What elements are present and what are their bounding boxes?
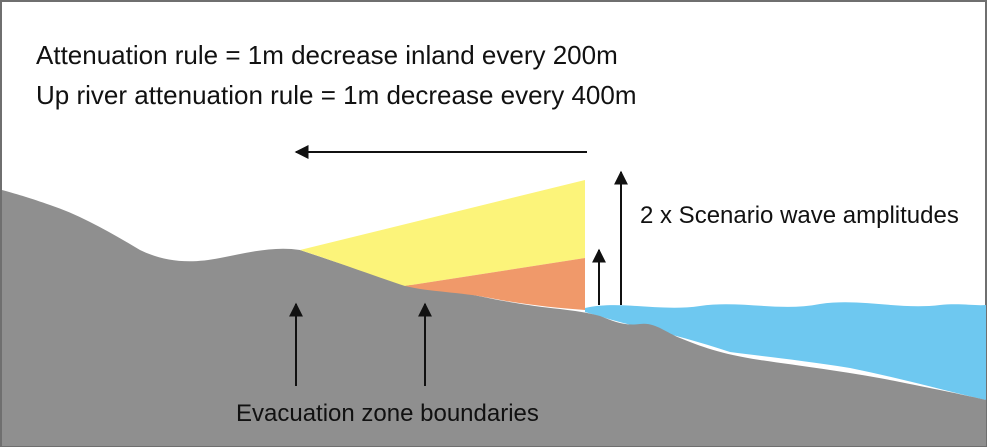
attenuation-zone-low bbox=[405, 258, 585, 310]
up-river-rule-text: Up river attenuation rule = 1m decrease … bbox=[36, 80, 636, 110]
water-body bbox=[585, 302, 986, 400]
land-body bbox=[2, 190, 986, 446]
attenuation-zone-high bbox=[300, 180, 585, 286]
attenuation-rule-text: Attenuation rule = 1m decrease inland ev… bbox=[36, 40, 618, 70]
evacuation-boundaries-label: Evacuation zone boundaries bbox=[236, 400, 539, 427]
wave-amplitudes-label: 2 x Scenario wave amplitudes bbox=[640, 202, 959, 229]
